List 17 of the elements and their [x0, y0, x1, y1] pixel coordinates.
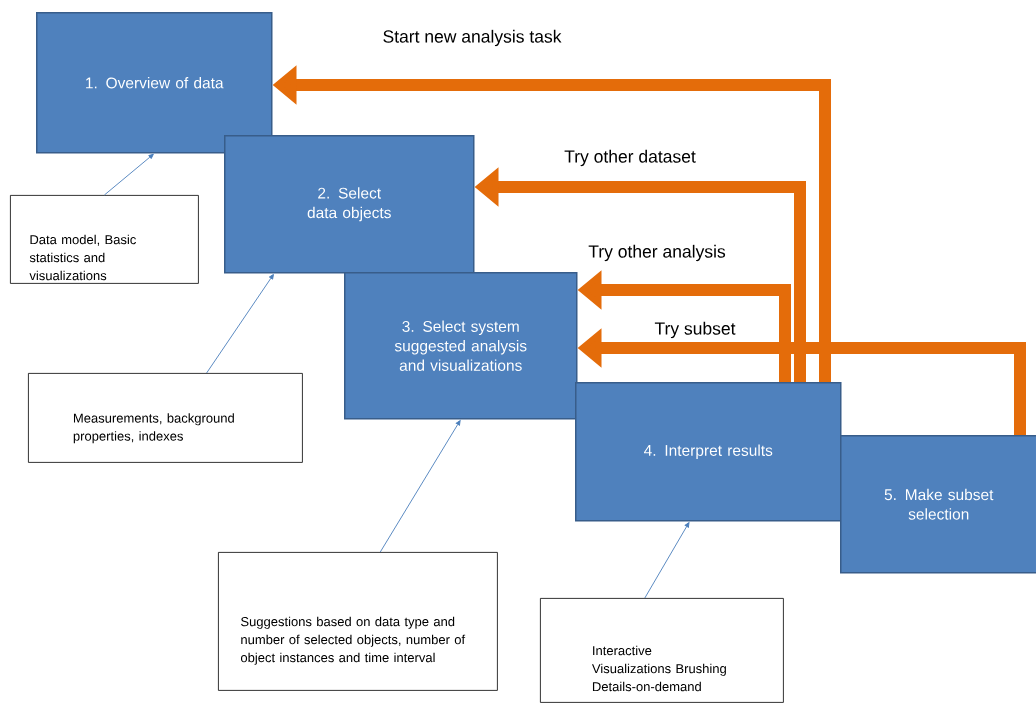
- note-box: Interactive Visualizations Brushing Details-on-demand: [540, 598, 784, 703]
- note-box: Measurements, background properties, indexes: [28, 373, 303, 463]
- leader-line: [103, 153, 154, 196]
- process-box: 1. Overview of data: [36, 12, 273, 154]
- leader-line: [206, 274, 274, 374]
- edge-label: Start new analysis task: [383, 29, 562, 47]
- process-box: 3. Select system suggested analysis and visualizations: [344, 272, 578, 420]
- edge-label: Try other dataset: [564, 149, 696, 167]
- edge-label: Try subset: [654, 321, 736, 339]
- leader-line: [379, 420, 461, 553]
- edge-label: Try other analysis: [588, 244, 726, 262]
- note-box: Data model, Basic statistics and visualizations: [10, 195, 199, 284]
- process-box: 5. Make subset selection: [840, 435, 1036, 574]
- note-box: Suggestions based on data type and number of selected objects, number of object instances and time interval: [218, 552, 498, 691]
- leader-line: [644, 522, 690, 599]
- process-box: 2. Select data objects: [224, 135, 475, 274]
- process-box: 4. Interpret results: [575, 382, 842, 522]
